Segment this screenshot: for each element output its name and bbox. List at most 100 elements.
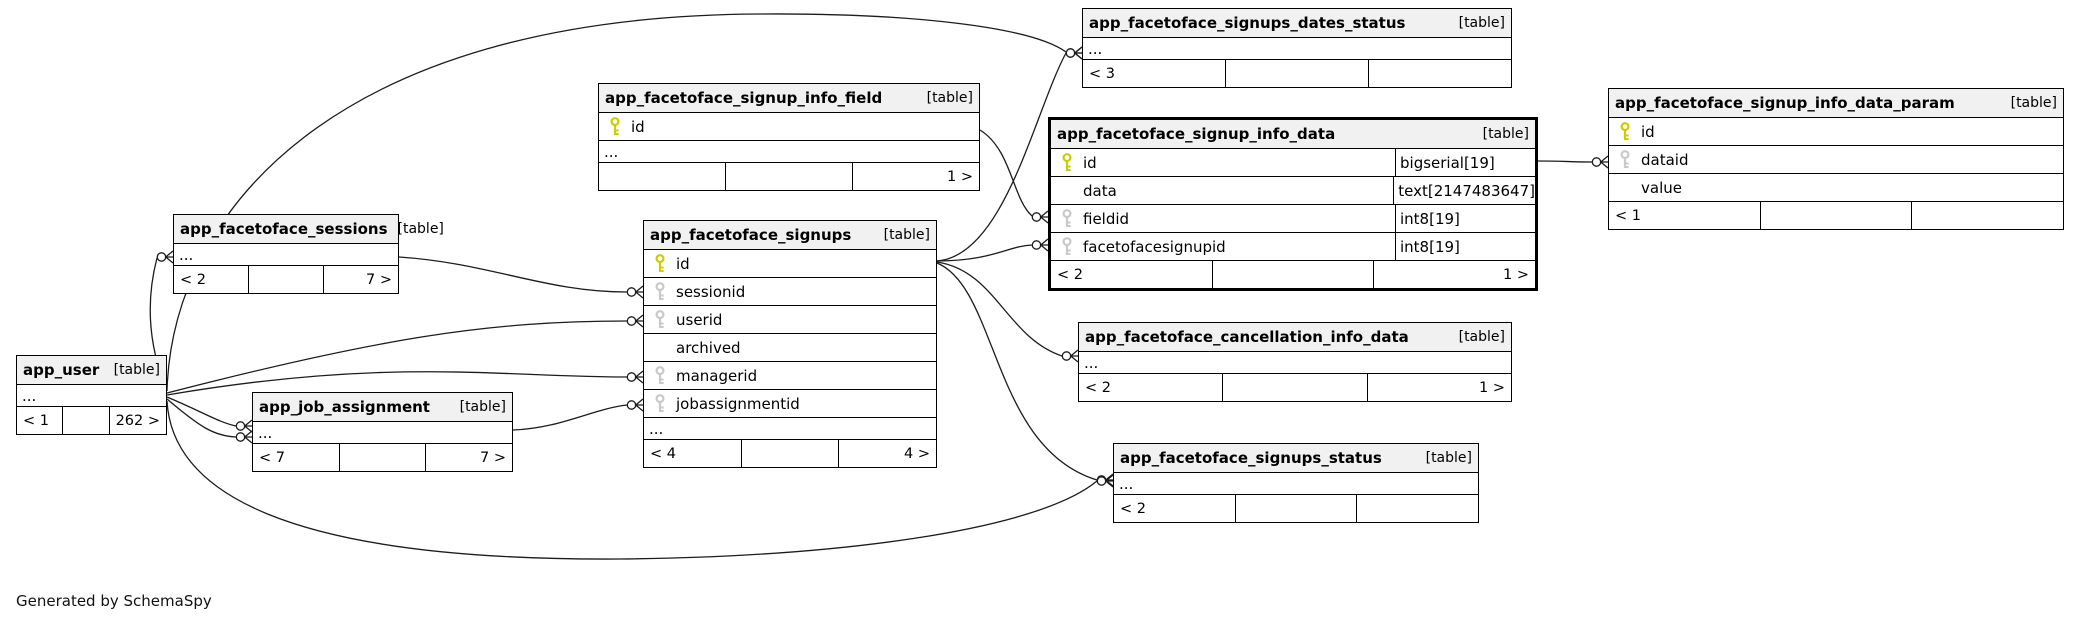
collapsed-columns-row: ... [599, 141, 979, 163]
table-title-app_facetoface_sessions[interactable]: app_facetoface_sessions [180, 220, 388, 238]
foreign-key-icon [655, 310, 665, 328]
relationship-app_facetoface_signups-to-app_facetoface_signup_info_data [936, 244, 1033, 262]
column-type: text[2147483647] [1393, 177, 1535, 204]
collapsed-columns-label: ... [258, 423, 273, 442]
table-title-app_facetoface_cancellation_info_data[interactable]: app_facetoface_cancellation_info_data [1085, 328, 1409, 346]
key-slot [1051, 237, 1083, 256]
column-name: jobassignmentid [676, 394, 800, 413]
crows-foot-marker [1069, 349, 1079, 363]
footer-spacer [740, 440, 839, 467]
foreign-key-icon [1062, 209, 1072, 227]
parents-count: < 2 [1120, 500, 1146, 517]
table-type-badge: [table] [1425, 450, 1472, 466]
crows-foot-marker [1039, 238, 1049, 252]
column-name: id [1083, 153, 1097, 172]
table-type-badge: [table] [2010, 95, 2057, 111]
table-type-badge: [table] [1458, 15, 1505, 31]
generated-by-note: Generated by SchemaSpy [16, 592, 212, 610]
table-header: app_facetoface_signup_info_data [table] [1051, 120, 1535, 149]
collapsed-columns-label: ... [649, 419, 664, 438]
children-count [1368, 60, 1511, 87]
column-row-userid: userid [644, 306, 936, 334]
parents-count: < 4 [650, 445, 676, 462]
relationship-app_facetoface_signup_info_field-to-app_facetoface_signup_info_data [979, 129, 1033, 217]
table-header: app_facetoface_signup_info_data_param [ta… [1609, 89, 2063, 118]
parents-count: < 1 [1615, 207, 1641, 224]
key-slot [1051, 153, 1083, 172]
table-header: app_facetoface_signup_info_field[table] [599, 84, 979, 113]
key-slot [1609, 122, 1641, 141]
table-app_facetoface_signup_info_data: app_facetoface_signup_info_data [table] id… [1048, 117, 1538, 291]
column-name: managerid [676, 366, 758, 385]
crows-foot-marker [1599, 155, 1609, 169]
crows-foot-marker [634, 285, 644, 299]
crows-foot-marker [1073, 46, 1083, 60]
column-type: int8[19] [1395, 233, 1535, 260]
collapsed-columns-row: ... [253, 422, 512, 444]
parents-count: < 2 [1085, 379, 1111, 396]
table-header: app_facetoface_cancellation_info_data[ta… [1079, 323, 1511, 352]
footer-spacer [725, 163, 852, 190]
table-title-app_facetoface_signup_info_field[interactable]: app_facetoface_signup_info_field [605, 89, 883, 107]
table-title-app_facetoface_signups[interactable]: app_facetoface_signups [650, 226, 852, 244]
column-row-id: id [644, 250, 936, 278]
crows-foot-marker [1039, 210, 1049, 224]
relationship-app_user-to-app_facetoface_signups [166, 320, 628, 394]
crows-foot-marker [243, 419, 253, 433]
crows-foot-marker [634, 398, 644, 412]
crows-foot-marker [634, 314, 644, 328]
footer-spacer [1234, 495, 1357, 522]
table-type-badge: [table] [1482, 126, 1529, 142]
collapsed-columns-row: ... [1079, 352, 1511, 374]
collapsed-columns-label: ... [604, 142, 619, 161]
table-title-app_facetoface_signups_status[interactable]: app_facetoface_signups_status [1120, 449, 1382, 467]
table-title-app_facetoface_signup_info_data[interactable]: app_facetoface_signup_info_data [1057, 125, 1336, 143]
table-app_facetoface_signup_info_field: app_facetoface_signup_info_field[table]i… [598, 83, 980, 191]
table-type-badge: [table] [113, 362, 160, 378]
collapsed-columns-label: ... [1084, 353, 1099, 372]
key-slot [1051, 209, 1083, 228]
children-count: 1 > [1373, 261, 1535, 288]
footer-spacer [338, 444, 426, 471]
table-title-app_user[interactable]: app_user [23, 361, 100, 379]
footer-spacer [1225, 60, 1368, 87]
table-app_facetoface_signups_status: app_facetoface_signups_status[table]...<… [1113, 443, 1479, 523]
parents-count [599, 163, 725, 190]
relationship-app_facetoface_signups-to-app_facetoface_signups_status [936, 262, 1098, 481]
children-count [1356, 495, 1478, 522]
relationship-app_user-to-app_facetoface_signups_status [166, 400, 1098, 560]
column-row-archived: archived [644, 334, 936, 362]
table-header: app_facetoface_signups[table] [644, 221, 936, 250]
column-type: int8[19] [1395, 205, 1535, 232]
table-title-app_facetoface_signup_info_data_param[interactable]: app_facetoface_signup_info_data_param [1615, 94, 1955, 112]
table-footer: < 1 [1609, 202, 2063, 229]
table-app_facetoface_signups_dates_status: app_facetoface_signups_dates_status [tabl… [1082, 8, 1512, 88]
primary-key-icon [1620, 122, 1630, 140]
relationship-app_facetoface_signups-to-app_facetoface_signups_dates_status [936, 52, 1067, 262]
table-title-app_job_assignment[interactable]: app_job_assignment [259, 398, 430, 416]
column-name: userid [676, 310, 723, 329]
table-header: app_job_assignment[table] [253, 393, 512, 422]
primary-key-icon [610, 117, 620, 135]
key-slot [644, 254, 676, 273]
column-name: id [631, 117, 645, 136]
children-count: 1 > [852, 163, 979, 190]
children-count: 262 > [108, 407, 166, 434]
table-header: app_facetoface_signups_status [table] [1114, 444, 1478, 473]
collapsed-columns-label: ... [1088, 39, 1103, 58]
children-count: 7 > [425, 444, 512, 471]
column-name: value [1641, 178, 1682, 197]
collapsed-columns-row: ... [644, 418, 936, 440]
collapsed-columns-row: ... [174, 244, 398, 266]
table-title-app_facetoface_signups_dates_status[interactable]: app_facetoface_signups_dates_status [1089, 14, 1406, 32]
